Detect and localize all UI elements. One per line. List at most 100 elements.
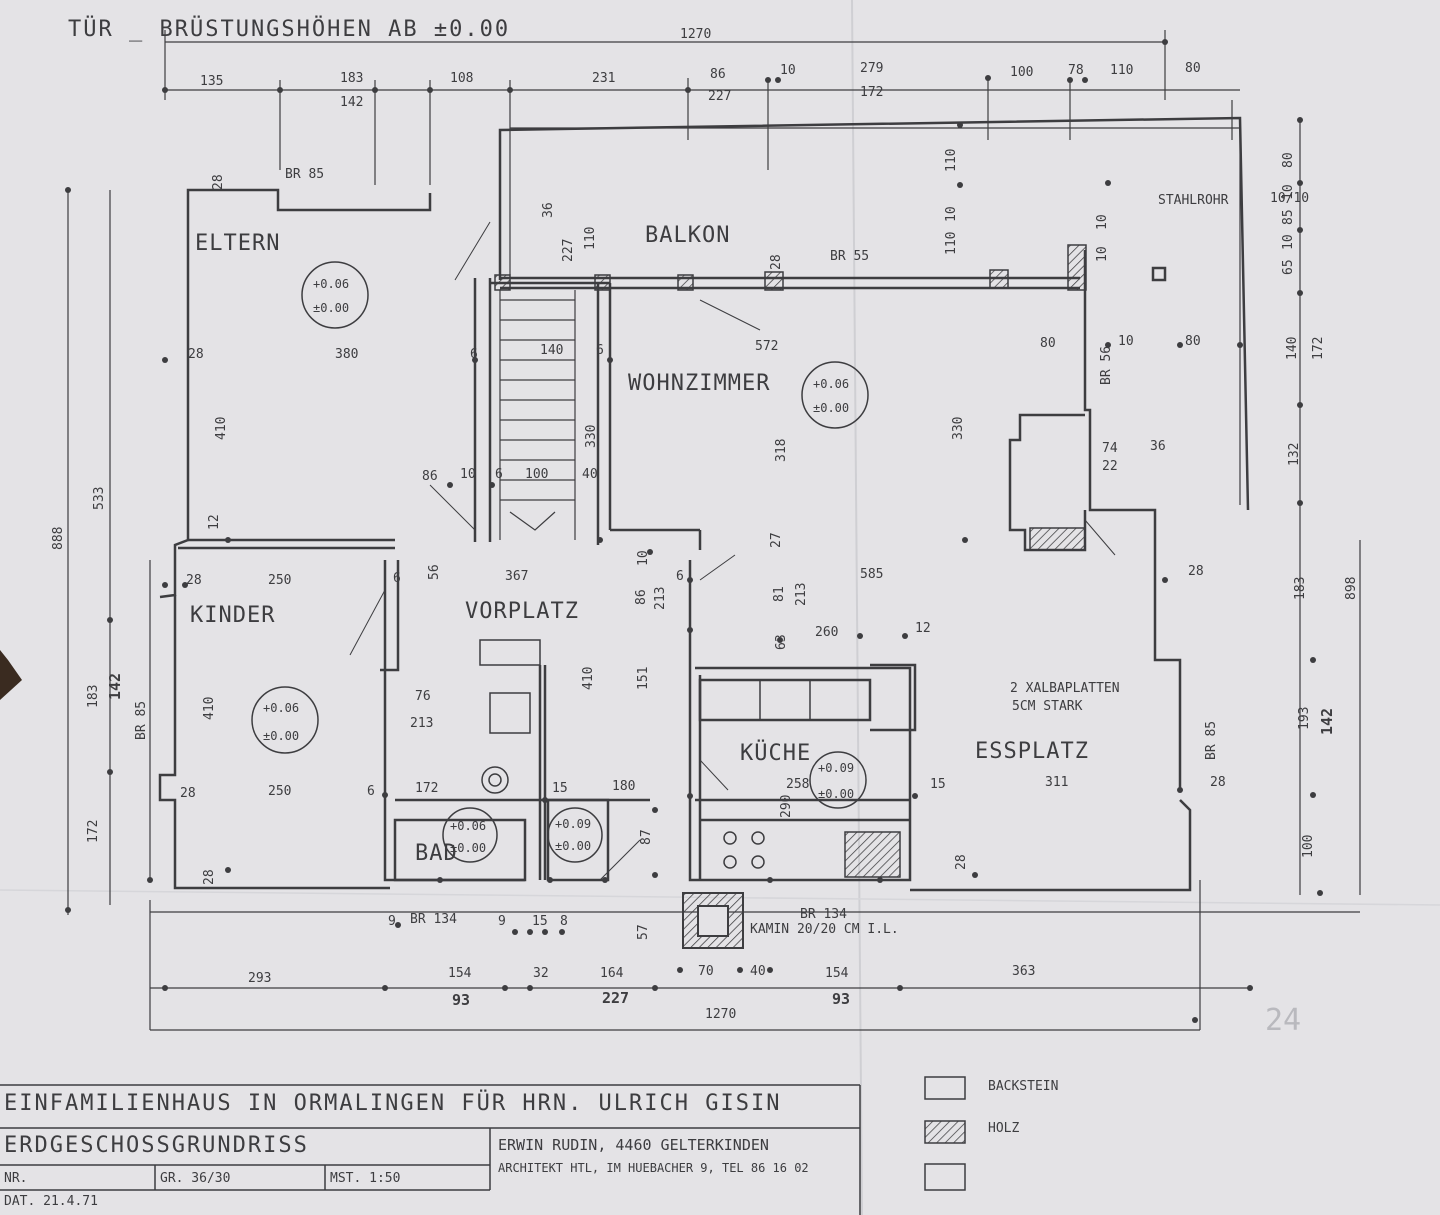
- svg-text:86: 86: [634, 589, 649, 605]
- paper-fold: [851, 0, 863, 1215]
- staircase: [499, 290, 576, 540]
- left-dim: 183: [86, 685, 101, 708]
- bottom-dim: 164: [600, 966, 624, 981]
- bottom-dim: 363: [1012, 964, 1035, 979]
- chimney: [682, 892, 744, 949]
- bottom-dim: 227: [602, 989, 629, 1007]
- interior-dims: 28 380 6 140 6 572 410 330 318 330 86 10…: [180, 149, 1226, 885]
- dimension-lines: [67, 30, 1361, 1031]
- legend: BACKSTEIN HOLZ: [924, 1076, 1058, 1191]
- svg-text:22: 22: [1102, 459, 1118, 474]
- svg-text:100: 100: [525, 467, 548, 482]
- svg-text:140: 140: [540, 343, 563, 358]
- svg-text:12: 12: [207, 514, 222, 530]
- top-dim: 78: [1068, 63, 1084, 78]
- svg-text:80: 80: [1040, 336, 1056, 351]
- svg-text:10: 10: [460, 467, 476, 482]
- svg-text:180: 180: [612, 779, 635, 794]
- svg-text:80: 80: [1185, 334, 1201, 349]
- svg-text:63: 63: [774, 634, 789, 650]
- svg-text:28: 28: [1188, 564, 1204, 579]
- svg-text:28: 28: [769, 254, 784, 270]
- level-wc-bottom: ±0.00: [555, 839, 591, 853]
- room-label-kinder: KINDER: [190, 603, 275, 628]
- wood-elements: [494, 244, 1087, 878]
- note-xalba-2: 5CM STARK: [1012, 699, 1083, 714]
- bottom-dim: 93: [452, 991, 470, 1009]
- legend-label-holz: HOLZ: [988, 1121, 1019, 1136]
- right-dim: 183: [1293, 577, 1308, 600]
- bottom-dim: 293: [248, 971, 271, 986]
- bottom-dim: 70: [698, 964, 714, 979]
- note-xalba-1: 2 XALBAPLATTEN: [1010, 681, 1120, 696]
- bottom-small-dim: 8: [560, 914, 568, 929]
- br85-top: BR 85: [285, 167, 324, 182]
- bottom-dim: 40: [750, 964, 766, 979]
- overall-top: 1270: [680, 27, 711, 42]
- room-label-wohnzimmer: WOHNZIMMER: [628, 371, 770, 396]
- level-wc-top: +0.09: [555, 817, 591, 831]
- top-dim: 10: [780, 63, 796, 78]
- svg-text:290: 290: [779, 795, 794, 818]
- svg-text:213: 213: [653, 587, 668, 610]
- fixtures: [479, 639, 811, 869]
- svg-text:6: 6: [596, 343, 604, 358]
- br56: BR 56: [1099, 346, 1114, 385]
- svg-text:6: 6: [676, 569, 684, 584]
- svg-text:87: 87: [639, 829, 654, 845]
- top-dim: 279: [860, 61, 883, 76]
- bottom-small-dim: 9: [498, 914, 506, 929]
- top-dim: 108: [450, 71, 473, 86]
- legend-swatch-backstein: [924, 1076, 966, 1100]
- level-wohn-top: +0.06: [813, 377, 849, 391]
- svg-text:410: 410: [214, 417, 229, 440]
- room-label-vorplatz: VORPLATZ: [465, 599, 579, 624]
- top-dim: 227: [708, 89, 731, 104]
- title-scale: MST. 1:50: [330, 1171, 400, 1186]
- legend-swatch-empty: [924, 1163, 966, 1191]
- bottom-dim: 93: [832, 990, 850, 1008]
- svg-text:572: 572: [755, 339, 778, 354]
- right-dim: 65: [1281, 259, 1296, 275]
- steel-post-icon: [1151, 266, 1167, 282]
- top-dim: 172: [860, 85, 883, 100]
- room-label-balkon: BALKON: [645, 223, 730, 248]
- svg-text:74: 74: [1102, 441, 1118, 456]
- svg-text:213: 213: [794, 583, 809, 606]
- svg-text:6: 6: [470, 347, 478, 362]
- title-architect-2: ARCHITEKT HTL, IM HUEBACHER 9, TEL 86 16…: [498, 1161, 809, 1175]
- svg-text:6: 6: [367, 784, 375, 799]
- svg-text:10: 10: [944, 206, 959, 222]
- left-dim: 533: [92, 487, 107, 510]
- svg-text:56: 56: [427, 564, 442, 580]
- svg-text:227: 227: [561, 239, 576, 262]
- svg-text:81: 81: [772, 586, 787, 602]
- room-label-kuche: KÜCHE: [740, 740, 811, 766]
- room-label-eltern: ELTERN: [195, 231, 280, 256]
- bottom-small-dim: 15: [532, 914, 548, 929]
- level-eltern-top: +0.06: [313, 277, 349, 291]
- overall-bottom: 1270: [705, 1007, 736, 1022]
- level-kuche-top: +0.09: [818, 761, 854, 775]
- right-dim: 80: [1281, 152, 1296, 168]
- overall-left: 888: [51, 527, 66, 550]
- svg-text:28: 28: [188, 347, 204, 362]
- svg-text:151: 151: [636, 667, 651, 690]
- svg-text:410: 410: [581, 667, 596, 690]
- overall-right: 898: [1344, 577, 1359, 600]
- left-dim: 142: [106, 673, 124, 700]
- level-bad-top: +0.06: [450, 819, 486, 833]
- right-dim: 85: [1281, 209, 1296, 225]
- svg-text:110: 110: [944, 232, 959, 255]
- note-kamin: KAMIN 20/20 CM I.L.: [750, 922, 899, 937]
- top-dim: 100: [1010, 65, 1033, 80]
- br85-left: BR 85: [134, 701, 149, 740]
- br134-a: BR 134: [410, 912, 457, 927]
- pencil-note: 24: [1265, 1003, 1301, 1038]
- bottom-dim: 154: [825, 966, 849, 981]
- svg-text:585: 585: [860, 567, 883, 582]
- svg-text:213: 213: [410, 716, 433, 731]
- bottom-dim: 32: [533, 966, 549, 981]
